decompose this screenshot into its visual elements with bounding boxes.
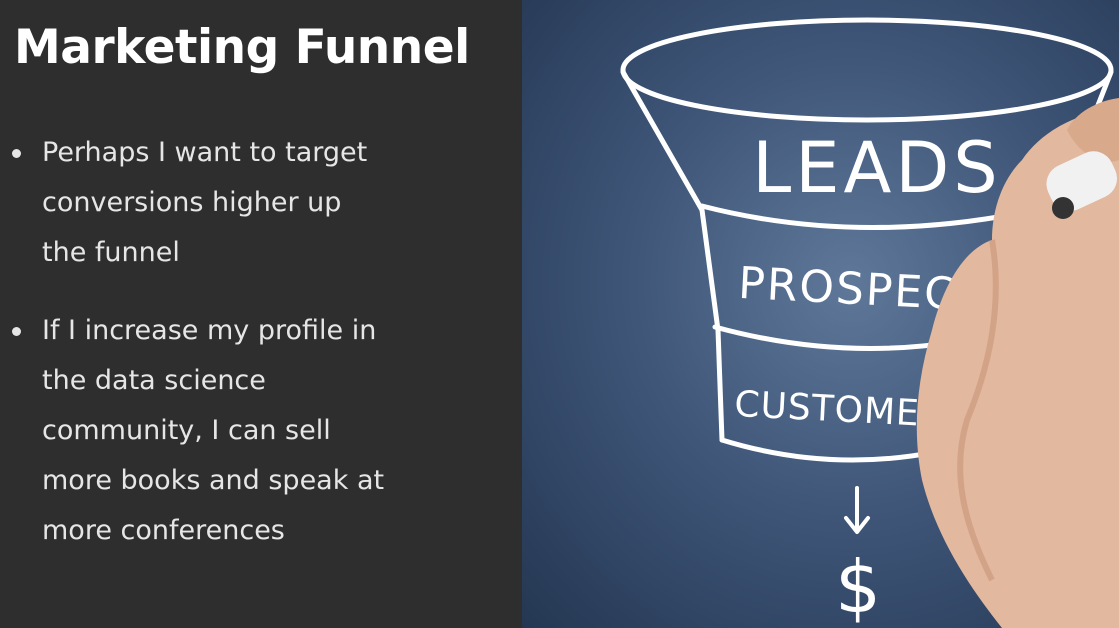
dollar-symbol: $ [835, 545, 881, 628]
bullet-line: more conferences [42, 515, 285, 546]
hand-shape [916, 110, 1119, 628]
hand-shading [957, 239, 999, 582]
bullet-line: the funnel [42, 237, 180, 268]
stage-label-leads: LEADS [752, 127, 1001, 209]
arrow-head-icon [844, 516, 870, 534]
bullet-line: the data science [42, 365, 266, 396]
text-panel: Marketing Funnel Perhaps I want to targe… [0, 0, 522, 628]
bullet-line: conversions higher up [42, 187, 342, 218]
marker-body [1046, 151, 1118, 212]
bullet-item: Perhaps I want to target conversions hig… [12, 128, 482, 278]
bullet-item: If I increase my profile in the data sci… [12, 306, 482, 556]
slide-title: Marketing Funnel [14, 20, 470, 75]
funnel-illustration-panel: LEADS PROSPECTS CUSTOMERS $ [522, 0, 1119, 628]
bullet-line: If I increase my profile in [42, 315, 377, 346]
bullet-line: Perhaps I want to target [42, 137, 368, 168]
hand-with-marker-image [916, 98, 1119, 628]
hand-finger [1067, 98, 1119, 162]
bullet-line: community, I can sell [42, 415, 331, 446]
bullet-list: Perhaps I want to target conversions hig… [12, 128, 482, 584]
bullet-line: more books and speak at [42, 465, 385, 496]
bullet-dot-icon [12, 149, 21, 158]
funnel-illustration: LEADS PROSPECTS CUSTOMERS $ [620, 17, 1119, 628]
marker-tip [1052, 197, 1074, 219]
funnel-rim [620, 17, 1114, 123]
funnel-left-side [620, 69, 725, 443]
bullet-dot-icon [12, 327, 21, 336]
